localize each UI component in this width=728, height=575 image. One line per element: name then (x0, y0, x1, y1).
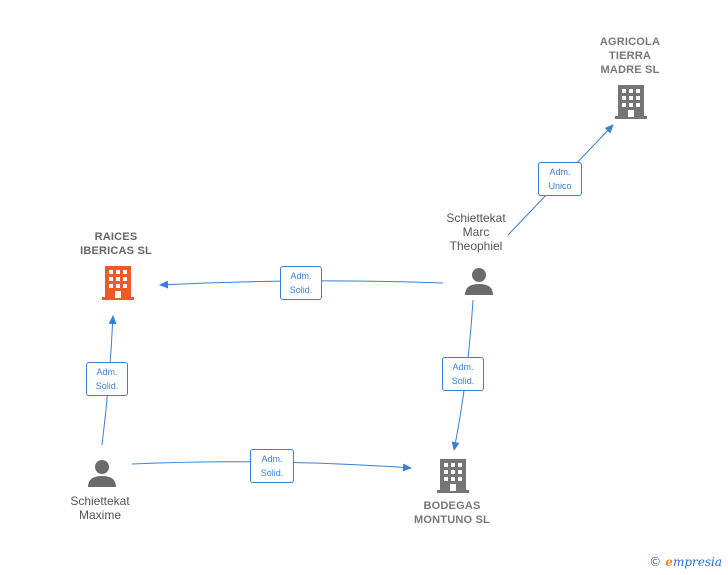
building-icon[interactable] (615, 84, 647, 120)
node-label-raices[interactable]: RAICES IBERICAS SL (80, 231, 152, 257)
edge-label-marc-agricola: Adm. Unico (538, 162, 582, 196)
edge-label-marc-raices: Adm. Solid. (280, 266, 322, 300)
person-icon[interactable] (87, 458, 117, 488)
edge-label-maxime-bodegas: Adm. Solid. (250, 449, 294, 483)
brand-watermark: ©empresia (649, 555, 722, 569)
building-icon[interactable] (102, 265, 134, 301)
node-label-maxime[interactable]: Schiettekat Maxime (70, 494, 130, 522)
node-label-marc[interactable]: Schiettekat Marc Theophiel (446, 211, 506, 253)
building-icon[interactable] (437, 458, 469, 494)
node-label-bodegas[interactable]: BODEGAS MONTUNO SL (414, 500, 490, 526)
edge-label-marc-bodegas: Adm. Solid. (442, 357, 484, 391)
copyright-symbol: © (649, 555, 662, 569)
node-label-agricola[interactable]: AGRICOLA TIERRA MADRE SL (599, 36, 661, 76)
person-icon[interactable] (464, 266, 494, 296)
edge-label-maxime-raices: Adm. Solid. (86, 362, 128, 396)
brand-name: mpresia (672, 555, 722, 569)
brand-initial: e (665, 555, 673, 569)
